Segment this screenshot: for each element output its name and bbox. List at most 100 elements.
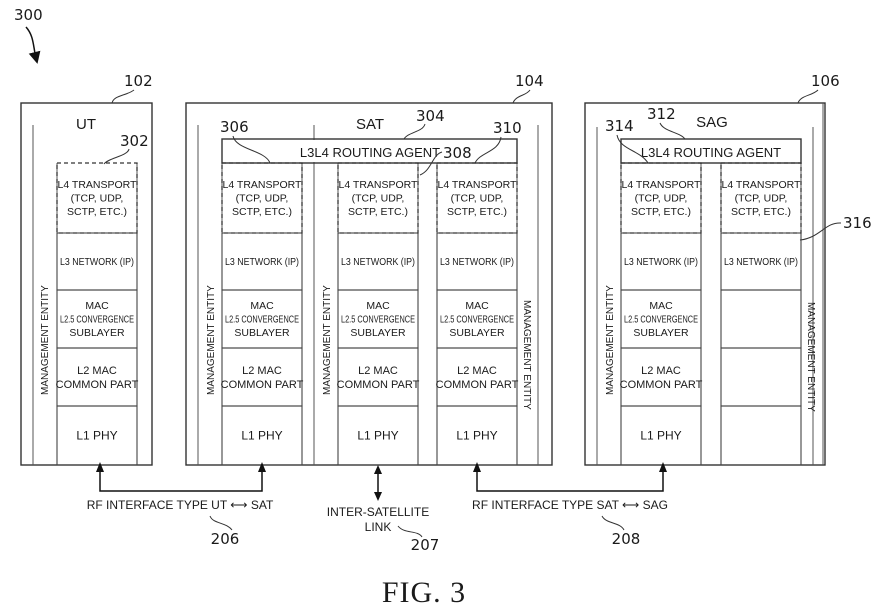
ut-title: UT [76,116,96,133]
layer-l1 [620,405,702,466]
layer-l4-label: L4 TRANSPORT [339,179,419,191]
layer-l25-label: MAC [465,300,489,312]
sag-frame [584,102,826,466]
ut-ref: 102 [124,72,153,90]
isl-label-line1: INTER-SATELLITE [327,505,429,519]
layer-l3-label: L3 NETWORK (IP) [60,256,134,268]
layer-l4-label: L4 TRANSPORT [438,179,518,191]
layer-l25-label: MAC [649,300,673,312]
layer-l2-label: COMMON PART [56,379,139,391]
layer-l4-label: SCTP, ETC.) [631,206,691,218]
isl-label-line2: LINK [365,520,392,534]
sat-sag-label: RF INTERFACE TYPE SAT ⟷ SAG [472,498,668,512]
sat-sag-ref: 208 [612,530,641,548]
ut-stack: L4 TRANSPORT(TCP, UDP,SCTP, ETC.)L3 NETW… [56,162,139,466]
ut-management-entity: MANAGEMENT ENTITY [40,285,51,395]
layer-l1 [720,405,802,466]
layer-l2 [56,347,138,407]
sag-routing-agent-label: L3L4 ROUTING AGENT [641,145,781,160]
sag-management-entity-right: MANAGEMENT ENTITY [805,302,816,412]
sat-sag-arrowhead-left [473,462,481,472]
layer-l1-label: L1 PHY [640,429,681,443]
layer-l2 [720,347,802,407]
layer-l2-label: COMMON PART [620,379,703,391]
sag-stack-ref-1: 314 [605,117,634,135]
layer-l2-label: COMMON PART [337,379,420,391]
layer-l4-label: SCTP, ETC.) [348,206,408,218]
layer-l3-label: L3 NETWORK (IP) [624,256,698,268]
sat-sag-bracket [476,470,664,492]
layer-l25-label: SUBLAYER [234,327,290,339]
layer-l3-label: L3 NETWORK (IP) [724,256,798,268]
layer-l25-label: L2.5 CONVERGENCE [624,314,698,326]
sat-stack-left: L4 TRANSPORT(TCP, UDP,SCTP, ETC.)L3 NETW… [221,162,304,466]
sat-stack-ref-3: 310 [493,119,522,137]
figure-ref: 300 [14,6,43,24]
sag-routing-agent [620,138,802,164]
layer-l2 [337,347,419,407]
sat-stack-ref-1: 306 [220,118,249,136]
ut-sat-label: RF INTERFACE TYPE UT ⟷ SAT [87,498,274,512]
layer-l3-label: L3 NETWORK (IP) [341,256,415,268]
sag-stack-ref-2: 316 [843,214,872,232]
sat-sag-arrowhead-right [659,462,667,472]
layer-l3-label: L3 NETWORK (IP) [225,256,299,268]
layer-l25-label: SUBLAYER [633,327,689,339]
layer-l1-label: L1 PHY [357,429,398,443]
figure-caption: FIG. 3 [382,576,466,609]
sag-title: SAG [696,114,728,131]
sag-stack-right: L4 TRANSPORT(TCP, UDP,SCTP, ETC.)L3 NETW… [720,162,802,466]
sat-stack-right: L4 TRANSPORT(TCP, UDP,SCTP, ETC.)L3 NETW… [436,162,519,466]
layer-l4-label: L4 TRANSPORT [722,179,802,191]
sat-routing-agent-label: L3L4 ROUTING AGENT [300,145,440,160]
sag-ref: 106 [811,72,840,90]
layer-l2-label: L2 MAC [641,365,681,377]
sat-stack-ref-2: 308 [443,144,472,162]
layer-l2-label: COMMON PART [436,379,519,391]
ut-sat-ref: 206 [211,530,240,548]
layer-l25-label: MAC [366,300,390,312]
layer-l2 [620,347,702,407]
ut-sat-arrowhead-right [258,462,266,472]
ut-ref-leader [111,89,135,104]
isl-arrowhead-up [374,465,382,474]
layer-l4-label: (TCP, UDP, [735,193,788,205]
layer-l4-label: SCTP, ETC.) [232,206,292,218]
sat-title: SAT [356,116,384,133]
layer-l2 [221,347,303,407]
layer-l25-label: MAC [250,300,274,312]
sag-routing-ref: 312 [647,105,676,123]
layer-l4-label: (TCP, UDP, [635,193,688,205]
protocol-stacks: L4 TRANSPORT(TCP, UDP,SCTP, ETC.)L3 NETW… [56,162,802,466]
layer-l2 [436,347,518,407]
layer-l4-label: (TCP, UDP, [451,193,504,205]
sat-ref: 104 [515,72,544,90]
layer-l2-label: L2 MAC [457,365,497,377]
layer-l4-label: SCTP, ETC.) [67,206,127,218]
layer-l1 [56,405,138,466]
layer-l25-label: SUBLAYER [449,327,505,339]
layer-l4-label: (TCP, UDP, [352,193,405,205]
layer-l25-label: L2.5 CONVERGENCE [60,314,134,326]
layer-l2-label: COMMON PART [221,379,304,391]
sat-management-entity-right: MANAGEMENT ENTITY [521,300,532,410]
link-inter-satellite: INTER-SATELLITE LINK 207 [327,465,439,554]
link-ut-sat: RF INTERFACE TYPE UT ⟷ SAT 206 [87,462,274,548]
isl-arrowhead-down [374,492,382,501]
sat-stack-middle: L4 TRANSPORT (TCP, UDP,SCTP, ETC.) L3 NETW… [337,162,420,466]
layer-l25-label: MAC [85,300,109,312]
layer-l25-label: L2.5 CONVERGENCE [440,314,514,326]
sat-management-entity-left: MANAGEMENT ENTITY [206,285,217,395]
layer-l1-label: L1 PHY [456,429,497,443]
sag-stack-left: L4 TRANSPORT (TCP, UDP,SCTP, ETC.) L3 NETW… [620,162,703,466]
layer-l2-label: L2 MAC [77,365,117,377]
layer-l25-label: SUBLAYER [350,327,406,339]
layer-l4-label: L4 TRANSPORT [622,179,702,191]
layer-l2-label: L2 MAC [242,365,282,377]
layer-l4-label: L4 TRANSPORT [223,179,303,191]
sat-management-entity-middle: MANAGEMENT ENTITY [322,285,333,395]
ut-frame [20,102,153,466]
layer-l2-label: L2 MAC [358,365,398,377]
layer-l4-label: (TCP, UDP, [71,193,124,205]
